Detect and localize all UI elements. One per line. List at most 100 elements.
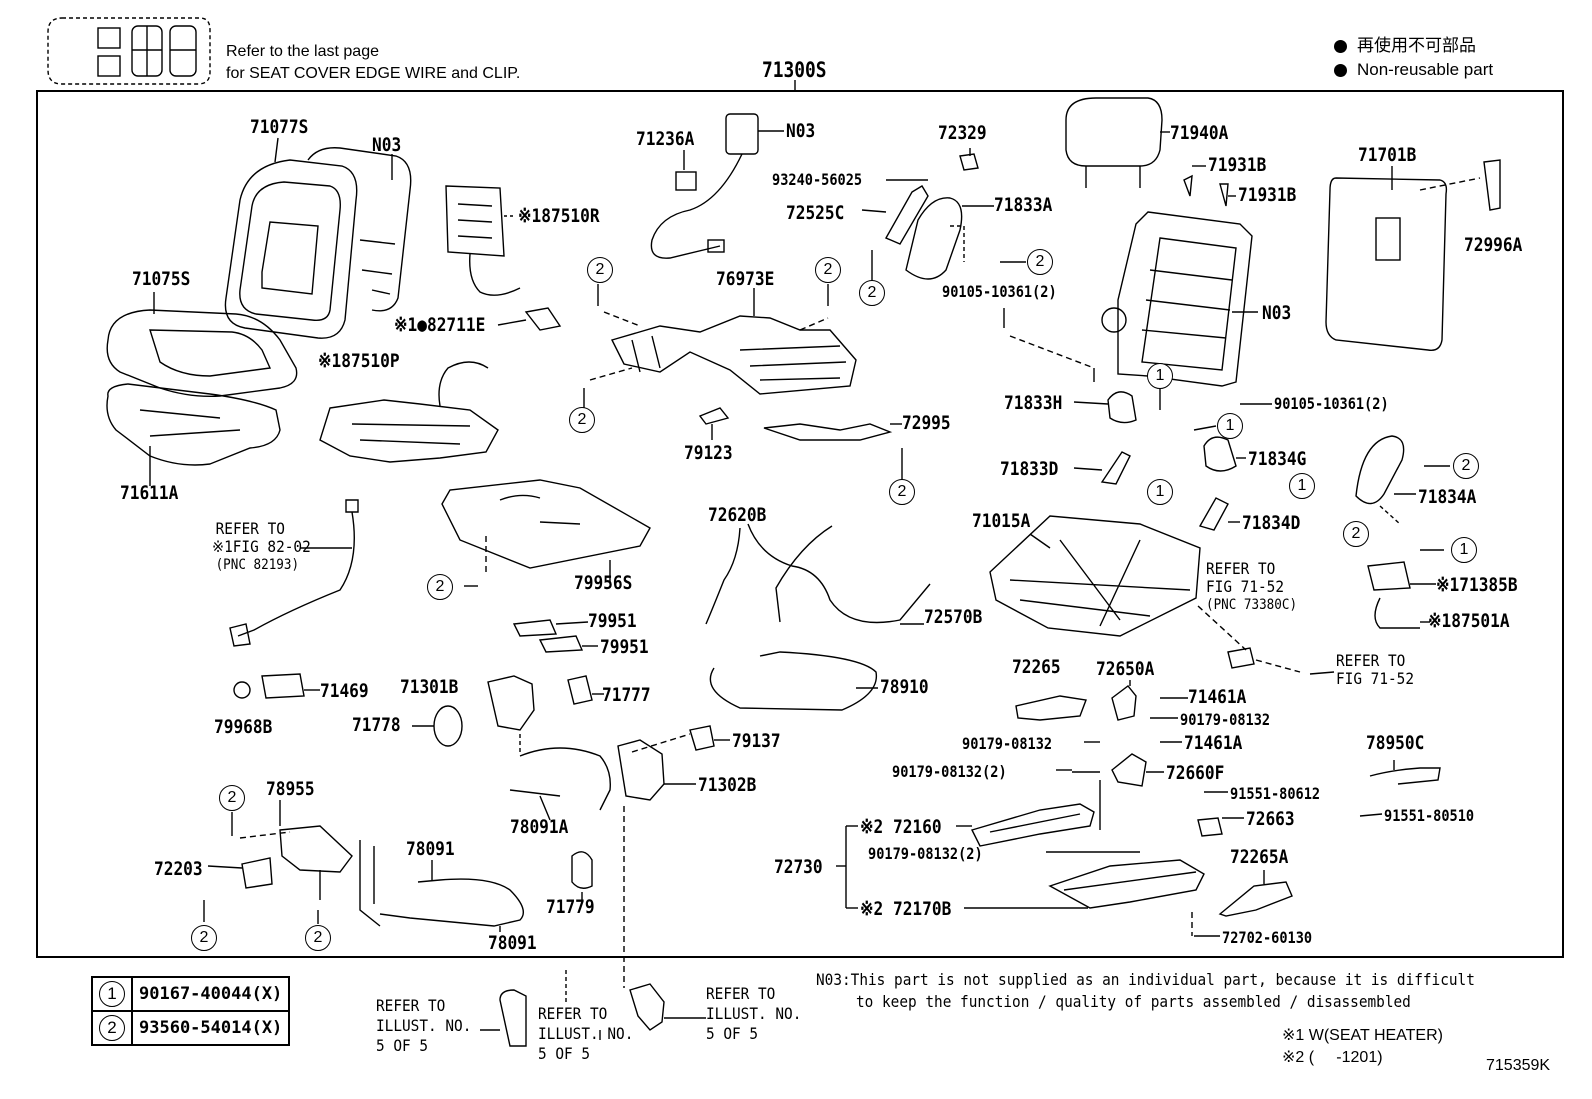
part-label: 71469 <box>320 680 369 702</box>
legend-row: 2 93560-54014(X) <box>91 1010 291 1046</box>
diagram-frame <box>36 90 1564 958</box>
callout-circle: 1 <box>1289 473 1315 499</box>
seat-cushion-drawing <box>106 309 298 466</box>
part-label: 78950C <box>1366 732 1425 754</box>
refer-fig-82-02: REFER TO ※1FIG 82-02 (PNC 82193) <box>212 519 311 573</box>
part-label: 78091 <box>488 932 537 954</box>
part-label: 71075S <box>132 268 191 290</box>
bullet-icon <box>1334 40 1347 54</box>
cushion-frame-drawing <box>989 515 1201 637</box>
frame-76973E-drawing <box>610 315 857 395</box>
callout-circle: 2 <box>191 925 217 951</box>
part-label: 72265A <box>1230 846 1289 868</box>
part-label: 72663 <box>1246 808 1295 830</box>
header-note-line2: for SEAT COVER EDGE WIRE and CLIP. <box>226 65 521 82</box>
seat-back-cushion-drawing <box>224 147 412 339</box>
part-label: N03 <box>786 120 816 142</box>
non-reusable-en: Non-reusable part <box>1334 60 1493 80</box>
callout-circle: 2 <box>587 257 613 283</box>
part-label: 71077S <box>250 116 309 138</box>
part-label: 71833H <box>1004 392 1063 414</box>
note-seat-heater: ※1 W(SEAT HEATER) <box>1282 1027 1443 1044</box>
part-label: ※2 72160 <box>860 816 942 838</box>
callout-marker: 1 <box>99 981 125 1007</box>
part-label: 79956S <box>574 572 633 594</box>
headrest-drawing <box>1065 97 1163 188</box>
part-label: 71611A <box>120 482 179 504</box>
part-label: 79968B <box>214 716 273 738</box>
n03-note-line2: to keep the function / quality of parts … <box>856 992 1411 1011</box>
note-serial-range: ※2 ( -1201) <box>1282 1049 1383 1066</box>
non-reusable-jp: 再使用不可部品 <box>1334 36 1476 56</box>
part-label: ※1●82711E <box>394 314 486 336</box>
part-label: N03 <box>1262 302 1292 324</box>
bullet-icon <box>1334 64 1347 78</box>
part-label: ※171385B <box>1436 574 1518 596</box>
part-label: 93240-56025 <box>772 170 863 189</box>
part-label: 71834A <box>1418 486 1477 508</box>
part-label: 71779 <box>546 896 595 918</box>
part-label: ※187510R <box>518 205 600 227</box>
part-label: 72570B <box>924 606 983 628</box>
part-label: 71461A <box>1188 686 1247 708</box>
part-label: 79123 <box>684 442 733 464</box>
refer-fig-71-52-a: REFER TO FIG 71-52 (PNC 73380C) <box>1206 559 1298 613</box>
callout-circle: 2 <box>859 280 885 306</box>
part-label: ※2 72170B <box>860 898 952 920</box>
part-label: 72329 <box>938 122 987 144</box>
part-label: 72996A <box>1464 234 1523 256</box>
part-label: 71015A <box>972 510 1031 532</box>
callout-circle: 1 <box>1147 363 1173 389</box>
part-label: 78955 <box>266 778 315 800</box>
callout-circle: 2 <box>569 407 595 433</box>
part-label: 72525C <box>786 202 845 224</box>
part-label: 79951 <box>600 636 649 658</box>
n03-note-line1: N03:This part is not supplied as an indi… <box>816 970 1475 989</box>
callout-circle: 2 <box>889 479 915 505</box>
part-label: 71301B <box>400 676 459 698</box>
callout-circle: 2 <box>1453 453 1479 479</box>
refer-fig-71-52-b: REFER TO FIG 71-52 <box>1336 651 1415 689</box>
part-label: 78910 <box>880 676 929 698</box>
part-label: 72730 <box>774 856 823 878</box>
callout-circle: 1 <box>1217 413 1243 439</box>
callout-marker: 2 <box>99 1015 125 1041</box>
callout-circle: 2 <box>305 925 331 951</box>
back-board-drawing <box>1325 177 1448 351</box>
part-label: 72650A <box>1096 658 1155 680</box>
part-label: 71302B <box>698 774 757 796</box>
part-label: N03 <box>372 134 402 156</box>
part-label: 72265 <box>1012 656 1061 678</box>
part-label: 76973E <box>716 268 775 290</box>
callout-circle: 1 <box>1451 537 1477 563</box>
part-label: 71833A <box>994 194 1053 216</box>
part-label: 71236A <box>636 128 695 150</box>
part-label: 71931B <box>1208 154 1267 176</box>
part-label: ※187501A <box>1428 610 1510 632</box>
cables-drawing <box>705 523 931 711</box>
part-label: 72620B <box>708 504 767 526</box>
legend-part-number: 93560-54014(X) <box>130 1010 291 1046</box>
part-label: 72203 <box>154 858 203 880</box>
figure-id: 715359K <box>1486 1057 1551 1074</box>
part-label: 72995 <box>902 412 951 434</box>
seat-rail-drawing <box>970 803 1205 909</box>
heater-mat-drawing <box>319 185 521 463</box>
part-label: 90179-08132 <box>962 734 1053 753</box>
part-label: 71778 <box>352 714 401 736</box>
legend-row: 1 90167-40044(X) <box>91 976 291 1012</box>
part-label: 90179-08132(2) <box>892 762 1007 781</box>
part-label: 90105-10361(2) <box>942 282 1057 301</box>
callout-circle: 2 <box>1343 521 1369 547</box>
part-label: 79951 <box>588 610 637 632</box>
assembly-number: 71300S <box>762 58 827 82</box>
cushion-pan-drawing <box>441 479 651 569</box>
part-label: 78091 <box>406 838 455 860</box>
part-label: 90105-10361(2) <box>1274 394 1389 413</box>
part-label: 90179-08132(2) <box>868 844 983 863</box>
